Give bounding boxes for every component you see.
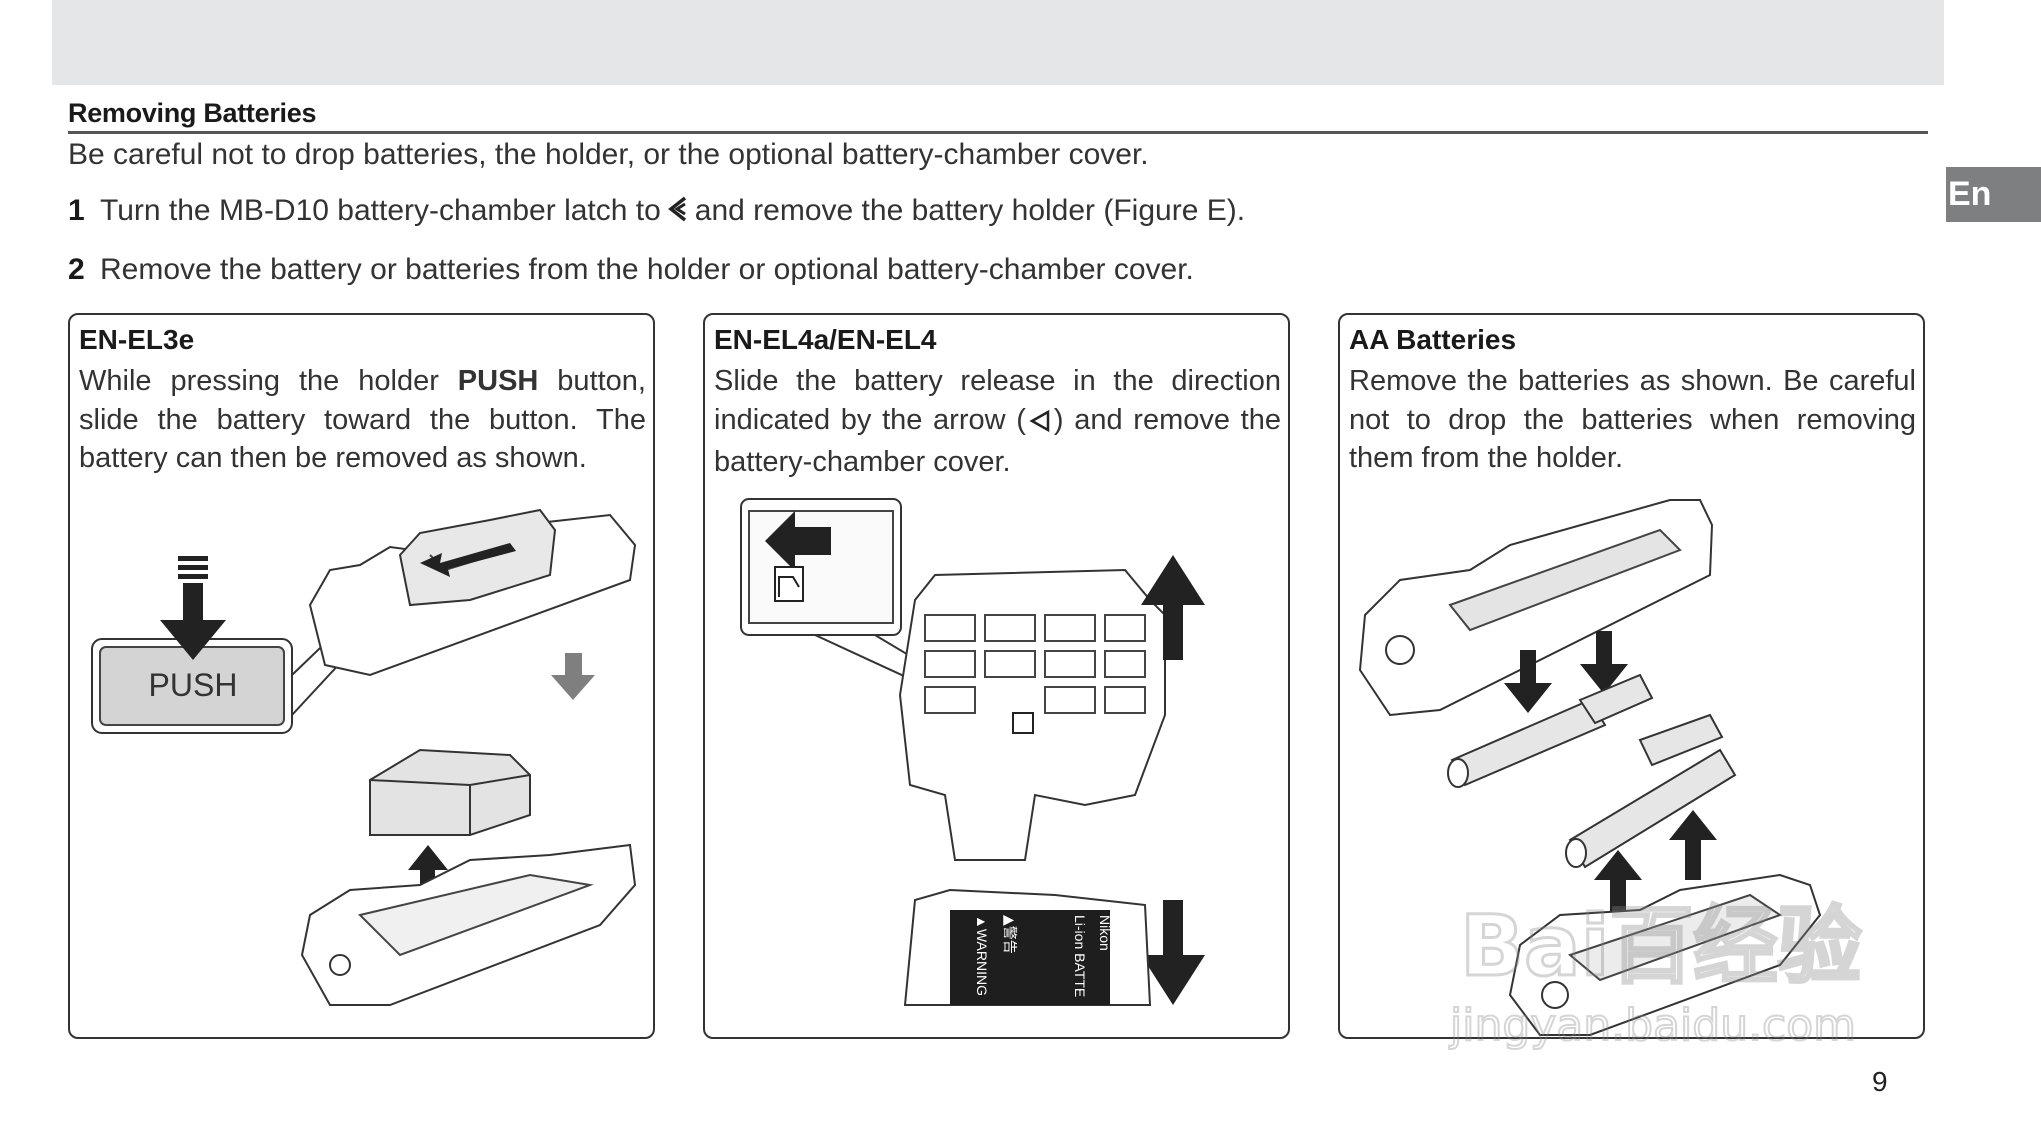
latch-open-icon bbox=[663, 194, 693, 232]
panel-en-el3e: PUSH EN-EL3e While pressing the holder P… bbox=[68, 313, 655, 1039]
en-el3e-illustration: PUSH bbox=[91, 508, 637, 1006]
panel-body-text: ) and remove the battery-chamber cover. bbox=[714, 403, 1281, 479]
step-text-before: Turn the MB-D10 battery-chamber latch to bbox=[100, 194, 661, 227]
step-2: 2 Remove the battery or batteries from th… bbox=[68, 253, 1194, 287]
cover-label-4: ▲警告 bbox=[1001, 915, 1017, 954]
step-number: 1 bbox=[68, 194, 85, 227]
cover-label-3: ▲WARNING bbox=[974, 915, 990, 996]
section-rule bbox=[68, 131, 1928, 134]
language-tab[interactable]: En bbox=[1946, 167, 2041, 222]
panel-body-text: While pressing the holder bbox=[79, 365, 458, 397]
step-number: 2 bbox=[68, 253, 85, 286]
step-text: Remove the battery or batteries from the… bbox=[100, 253, 1194, 286]
top-header-band bbox=[52, 0, 1944, 85]
intro-text: Be careful not to drop batteries, the ho… bbox=[68, 138, 1149, 171]
step-text-after: and remove the battery holder (Figure E)… bbox=[694, 194, 1246, 227]
panel-body-text: button, slide the battery toward the but… bbox=[79, 365, 646, 474]
en-el4a-illustration: Nikon Li-ion BATTE ▲WARNING ▲警告 bbox=[740, 498, 1205, 1006]
push-bold-text: PUSH bbox=[457, 365, 539, 397]
panel-en-el4a: Nikon Li-ion BATTE ▲WARNING ▲警告 EN-EL4a/… bbox=[703, 313, 1290, 1039]
page-number: 9 bbox=[1872, 1066, 1888, 1097]
panel-title: EN-EL4a/EN-EL4 bbox=[714, 324, 937, 355]
panel-body: Remove the batteries as shown. Be carefu… bbox=[1349, 365, 1916, 474]
step-1: 1 Turn the MB-D10 battery-chamber latch t… bbox=[68, 194, 1245, 232]
aa-batteries-illustration bbox=[1358, 499, 1822, 1036]
panel-title: EN-EL3e bbox=[79, 324, 195, 355]
panel-body: Slide the battery release in the directi… bbox=[714, 362, 1281, 482]
panel-body: While pressing the holder PUSH button, s… bbox=[79, 362, 646, 478]
push-label: PUSH bbox=[149, 667, 238, 703]
cover-label-1: Nikon bbox=[1097, 915, 1113, 951]
panel-body-text: Slide the battery release in the directi… bbox=[714, 365, 1281, 436]
panel-title: AA Batteries bbox=[1349, 324, 1517, 355]
section-title: Removing Batteries bbox=[68, 98, 317, 128]
left-triangle-icon bbox=[1028, 405, 1052, 444]
panel-aa-batteries: AA Batteries Remove the batteries as sho… bbox=[1338, 313, 1925, 1039]
cover-label-2: Li-ion BATTE bbox=[1072, 915, 1088, 997]
